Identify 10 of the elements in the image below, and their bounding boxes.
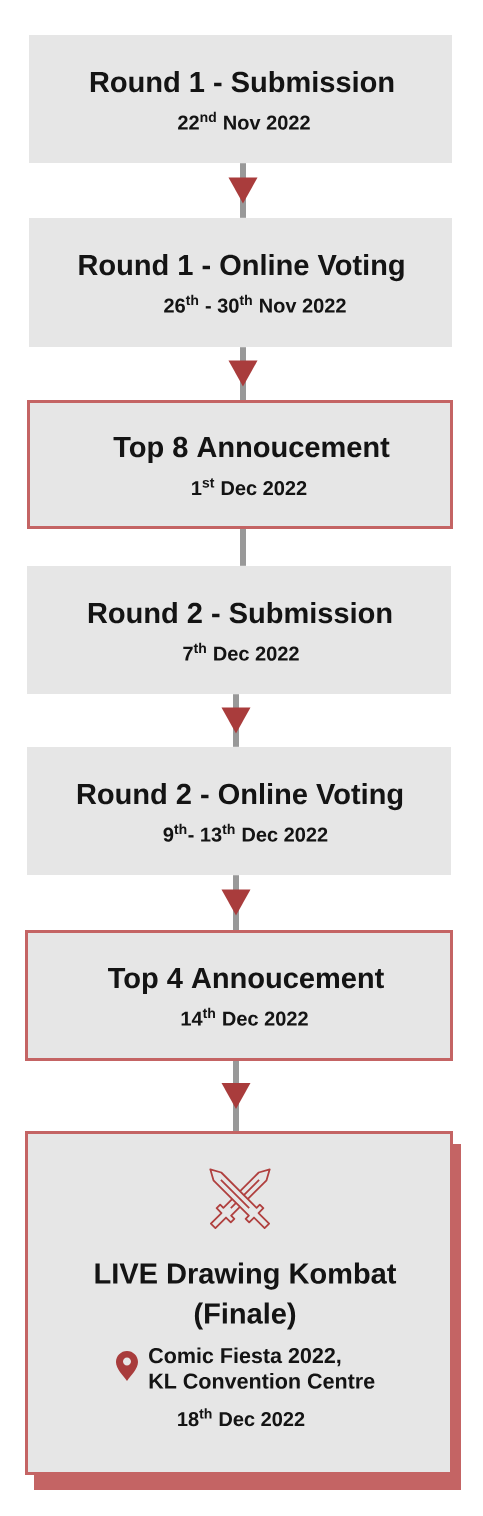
arrow <box>228 163 258 218</box>
stage-box: Round 2 - Submission 7$^{th}$ Dec 2022 <box>27 566 451 694</box>
connector-line <box>240 529 246 566</box>
finale-box: LIVE Drawing Kombat (Finale) Comic Fiesta 2022, KL Convention Centre 18$^{th}$ Dec 2022 <box>25 1131 461 1490</box>
stage-box: Round 1 - Online Voting 26$^{th}$ - 30$^{th}$ Nov 2022 <box>29 218 452 347</box>
arrow <box>221 694 251 747</box>
outlined-stage-box: Top 8 Annoucement 1$^{st}$ Dec 2022 <box>27 400 453 529</box>
outlined-stage-box: Top 4 Annoucement 14$^{th}$ Dec 2022 <box>25 930 453 1061</box>
stage-box: Round 1 - Submission 22$^{nd}$ Nov 2022 <box>29 35 452 163</box>
stage-box: Round 2 - Online Voting 9$^{th}$- 13$^{th}$ Dec 2022 <box>27 747 451 875</box>
